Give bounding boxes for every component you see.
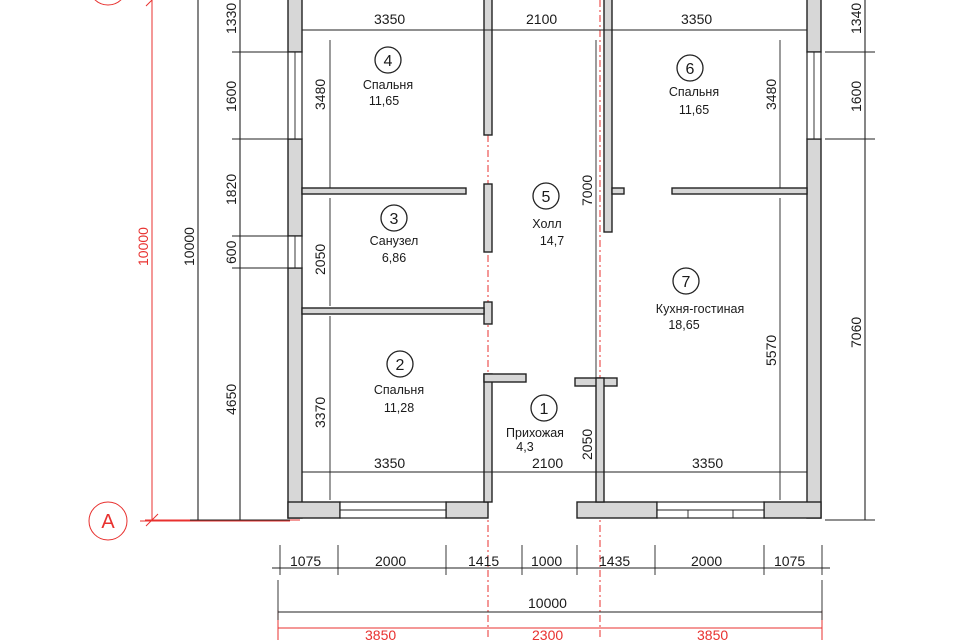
dim-axis-1: 3850 [365, 627, 396, 640]
dim-bottom-inner-1: 3350 [374, 455, 405, 471]
room-3-name: Санузел [370, 234, 419, 248]
dim-opening-3: 1415 [468, 553, 499, 569]
dim-opening-5: 1435 [599, 553, 630, 569]
bottom-dimension-chains [272, 545, 830, 620]
room-2-number: 2 [396, 357, 405, 374]
room-1-number: 1 [540, 401, 549, 418]
dim-right-room-1: 3480 [763, 79, 779, 110]
dim-entry-width: 2050 [579, 429, 595, 460]
room-1-name: Прихожая [506, 426, 564, 440]
room-2-name: Спальня [374, 383, 424, 397]
room-1-area: 4,3 [516, 440, 533, 454]
room-6-area: 11,65 [679, 103, 709, 117]
window-bottom-right [656, 501, 765, 519]
dim-bottom-inner-2: 2100 [532, 455, 563, 471]
dim-right-chain-3: 7060 [848, 317, 864, 348]
dim-axis-2: 2300 [532, 627, 563, 640]
dim-left-chain-4: 600 [223, 240, 239, 264]
right-dimension-chains [825, 0, 875, 521]
dim-left-chain-2: 1600 [223, 81, 239, 112]
room-3-area: 6,86 [382, 251, 406, 265]
room-5-area: 14,7 [540, 234, 564, 248]
dim-bottom-inner-3: 3350 [692, 455, 723, 471]
dim-opening-4: 1000 [531, 553, 562, 569]
window-bottom-left [339, 501, 447, 519]
dim-axis-3: 3850 [697, 627, 728, 640]
dim-left-room-1: 3480 [312, 79, 328, 110]
window-left-bath [287, 235, 303, 269]
dim-right-chain-2: 1600 [848, 81, 864, 112]
dim-right-room-2: 5570 [763, 335, 779, 366]
room-5-name: Холл [532, 217, 561, 231]
dim-left-total: 10000 [181, 227, 197, 266]
dim-opening-6: 2000 [691, 553, 722, 569]
dim-hall-length: 7000 [579, 175, 595, 206]
room-4-number: 4 [384, 53, 393, 70]
dim-left-room-2: 2050 [312, 244, 328, 275]
dim-top-1: 3350 [374, 11, 405, 27]
room-3-number: 3 [390, 211, 399, 228]
room-markers [374, 46, 704, 422]
axis-marker-top [94, 0, 122, 6]
dim-top-3: 3350 [681, 11, 712, 27]
room-7-number: 7 [682, 274, 691, 291]
dim-top-2: 2100 [526, 11, 557, 27]
dim-opening-2: 2000 [375, 553, 406, 569]
room-7-name: Кухня-гостиная [656, 302, 744, 316]
axis-label-a: А [101, 511, 115, 533]
inner-dimension-lines [302, 29, 807, 500]
dim-bottom-total: 10000 [528, 595, 567, 611]
room-2-area: 11,28 [384, 401, 414, 415]
dim-left-chain-1: 1330 [223, 3, 239, 34]
dim-opening-1: 1075 [290, 553, 321, 569]
dim-left-chain-3: 1820 [223, 174, 239, 205]
window-right-upper [806, 51, 822, 140]
room-6-name: Спальня [669, 85, 719, 99]
interior-walls [301, 0, 808, 503]
left-dimension-chains [190, 0, 290, 521]
room-7-area: 18,65 [668, 318, 699, 332]
room-4-area: 11,65 [369, 94, 399, 108]
axis-lines [140, 0, 823, 640]
room-4-name: Спальня [363, 78, 413, 92]
window-left-upper [287, 51, 303, 140]
dim-left-room-3: 3370 [312, 397, 328, 428]
dim-right-chain-1: 1340 [848, 3, 864, 34]
axis-marker-a [88, 501, 128, 541]
room-5-number: 5 [542, 189, 551, 206]
room-6-number: 6 [686, 61, 695, 78]
dim-left-total-red: 10000 [135, 227, 151, 266]
dim-opening-7: 1075 [774, 553, 805, 569]
dim-left-chain-5: 4650 [223, 384, 239, 415]
